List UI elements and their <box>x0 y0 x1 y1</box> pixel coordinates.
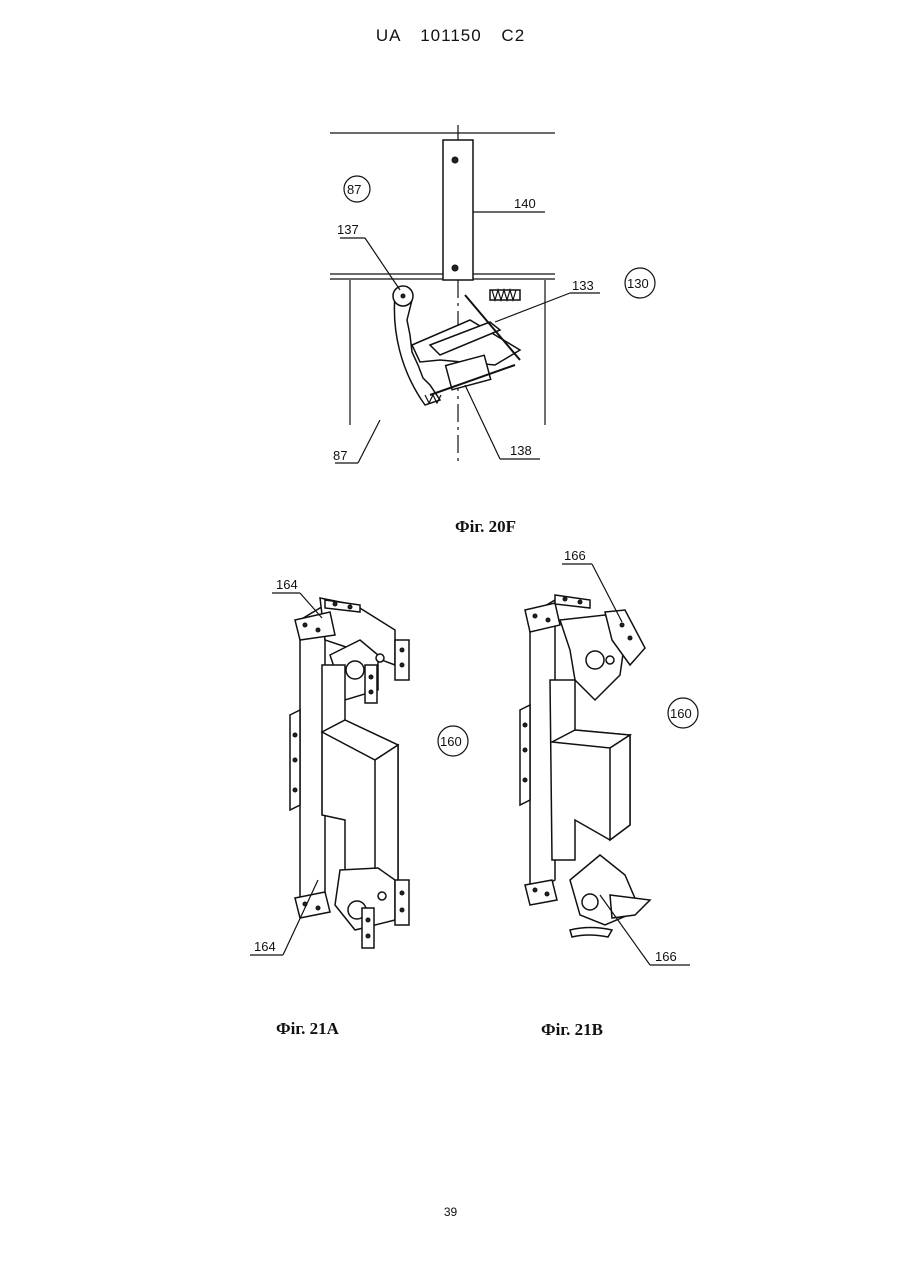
fig20f-label-137: 137 <box>337 222 359 237</box>
fig20f-label-138: 138 <box>510 443 532 458</box>
fig21b-label-166-bottom: 166 <box>655 949 677 964</box>
page-number: 39 <box>0 1205 901 1219</box>
fig21a-label-160: 160 <box>440 734 462 749</box>
fig20f-label-140: 140 <box>514 196 536 211</box>
fig20f-label-133: 133 <box>572 278 594 293</box>
figure-21a-drawing: 164 160 164 <box>250 577 468 955</box>
fig21b-label-160: 160 <box>670 706 692 721</box>
fig20f-label-130: 130 <box>627 276 649 291</box>
fig21a-label-164-bottom: 164 <box>254 939 276 954</box>
fig20f-caption: Фіг. 20F <box>455 517 516 537</box>
fig20f-label-87-top: 87 <box>347 182 361 197</box>
figure-21b-drawing: 166 160 166 <box>520 548 698 965</box>
fig21a-label-164-top: 164 <box>276 577 298 592</box>
fig21b-caption: Фіг. 21B <box>541 1020 603 1040</box>
figure-20f-drawing: 87 140 137 133 130 87 138 <box>330 125 655 465</box>
fig20f-label-87-bottom: 87 <box>333 448 347 463</box>
fig21a-caption: Фіг. 21A <box>276 1019 339 1039</box>
fig21b-label-166-top: 166 <box>564 548 586 563</box>
